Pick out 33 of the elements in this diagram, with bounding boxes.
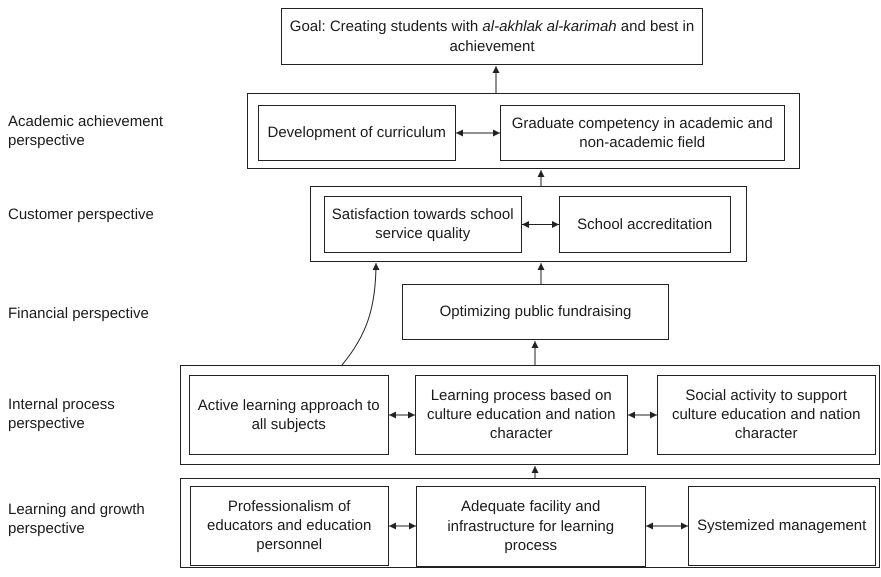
text-box: Systemized management (688, 486, 876, 566)
arrow (342, 262, 380, 366)
text-box: Social activity to support culture education and nation character (656, 374, 876, 455)
text-box: Optimizing public fundraising (402, 284, 669, 340)
text-box: Graduate competency in academic and non-academic field (500, 104, 785, 161)
text-box: Professionalism of educators and education personnel (190, 486, 389, 566)
arrow (388, 412, 416, 418)
perspective-label: Customer perspective (8, 205, 155, 224)
perspective-label: Internal process perspective (8, 395, 116, 434)
text-box: Active learning approach to all subjects (188, 374, 389, 455)
arrow (628, 412, 658, 418)
arrow (538, 170, 544, 186)
text-box: Learning process based on culture education and nation character (414, 374, 628, 455)
perspective-band (180, 478, 880, 568)
text-box: Adequate facility and infrastructure for learning process (416, 486, 646, 567)
text-box: Development of curriculum (258, 104, 456, 161)
arrow (522, 221, 560, 228)
perspective-band (180, 365, 880, 465)
arrow (538, 262, 544, 284)
arrow (456, 130, 500, 136)
arrow (492, 66, 500, 94)
arrow (388, 522, 416, 530)
perspective-label: Financial perspective (8, 304, 150, 324)
perspective-band (247, 93, 800, 169)
text-box: School accreditation (558, 196, 731, 253)
perspective-label: Learning and growth perspective (8, 500, 146, 538)
arrow (532, 466, 538, 478)
arrow (532, 340, 538, 366)
perspective-band (310, 186, 747, 262)
text-box: Satisfaction towards school service quality (324, 196, 522, 253)
perspective-label: Academic achievement perspective (8, 112, 164, 150)
text-box: Goal: Creating students with al-akhlak al-karimah and best in achievement (281, 8, 703, 65)
arrow (646, 522, 688, 530)
